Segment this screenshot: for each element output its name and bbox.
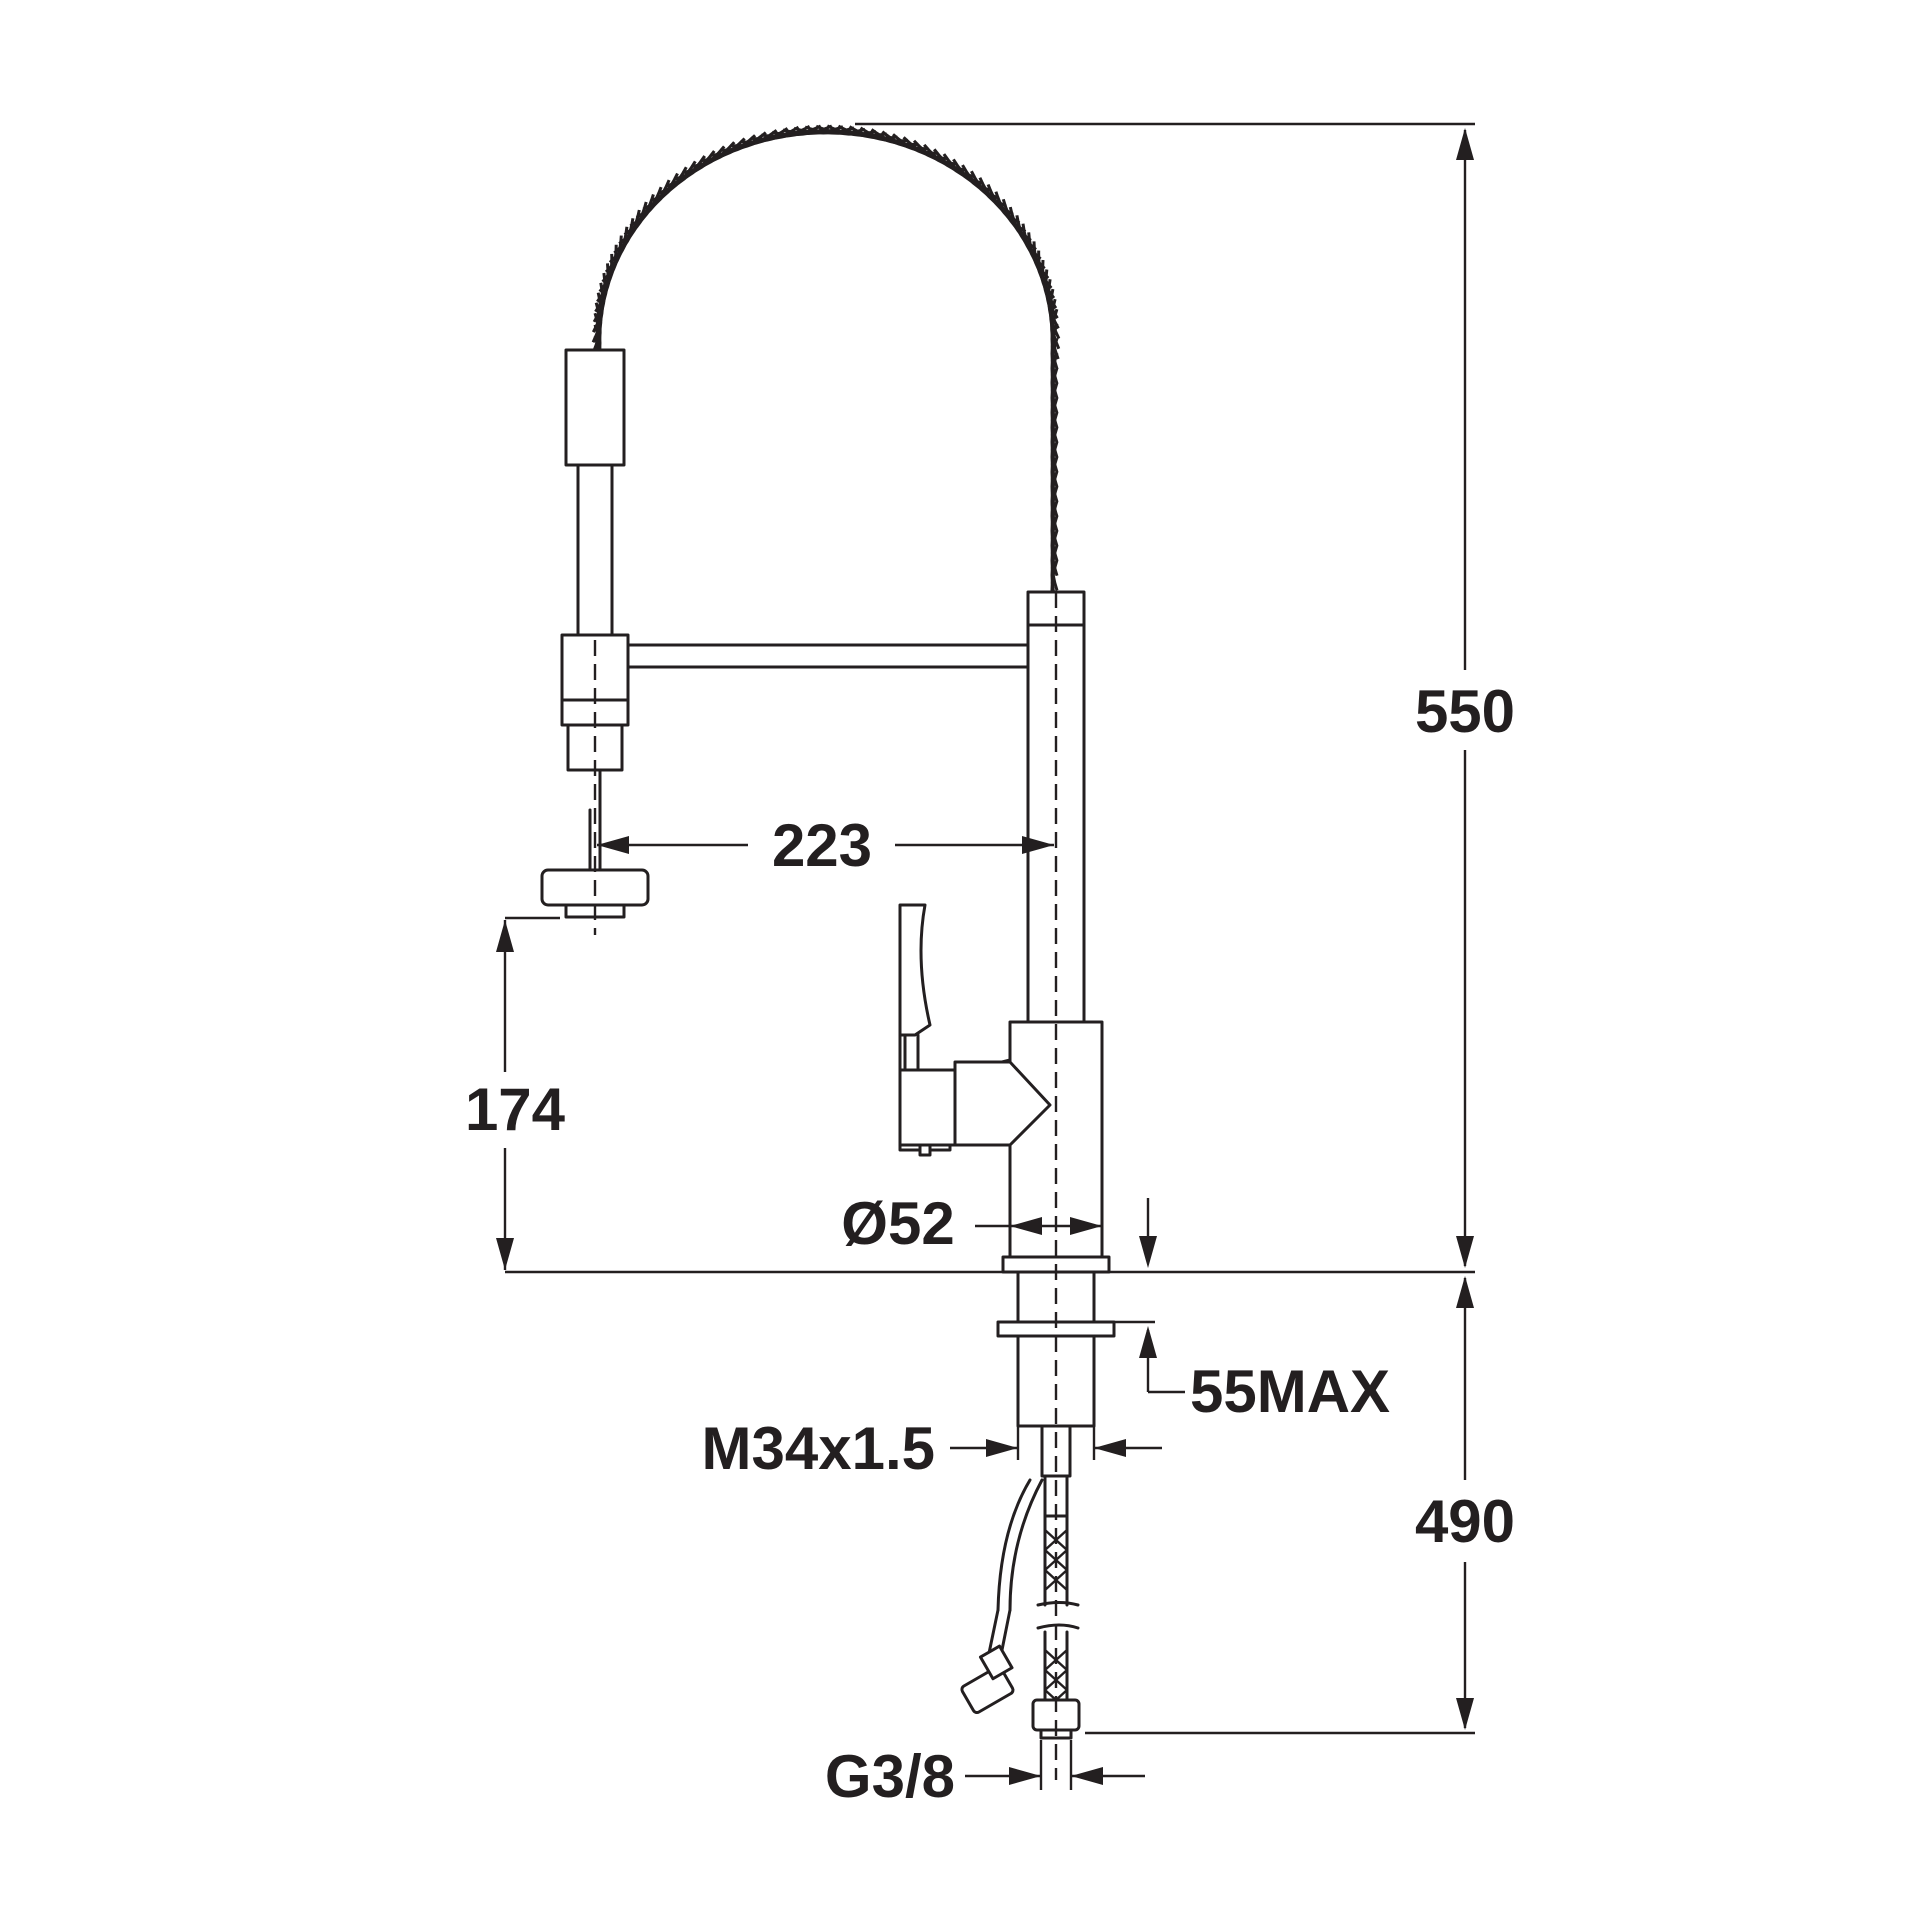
dim-490-label: 490	[1415, 1488, 1515, 1555]
dim-550-label: 550	[1415, 678, 1515, 745]
dim-below-deck: 490	[1415, 1276, 1515, 1730]
coil-spring	[591, 124, 1061, 621]
dim-223-label: 223	[772, 812, 872, 879]
dim-total-height: 550	[1415, 128, 1515, 1268]
supply-hoses	[960, 1424, 1081, 1740]
extension-lines	[505, 122, 1475, 1735]
dim-thread: M34x1.5	[702, 1415, 1162, 1482]
dim-connection: G3/8	[825, 1740, 1145, 1810]
dim-g38-label: G3/8	[825, 1743, 955, 1810]
dim-diameter-label: Ø52	[841, 1190, 954, 1257]
lever-handle	[898, 903, 1052, 1157]
support-arm	[626, 643, 1030, 669]
spray-head	[540, 348, 650, 919]
dim-spout-height: 174	[465, 920, 566, 1270]
centerlines	[593, 592, 1058, 1780]
dim-thread-label: M34x1.5	[702, 1415, 936, 1482]
dim-deck-thickness: 55MAX	[1109, 1198, 1390, 1425]
dim-base-diameter: Ø52	[841, 1190, 1104, 1257]
dim-reach: 223	[597, 812, 1054, 879]
dim-55max-label: 55MAX	[1190, 1358, 1390, 1425]
dim-174-label: 174	[465, 1076, 566, 1143]
